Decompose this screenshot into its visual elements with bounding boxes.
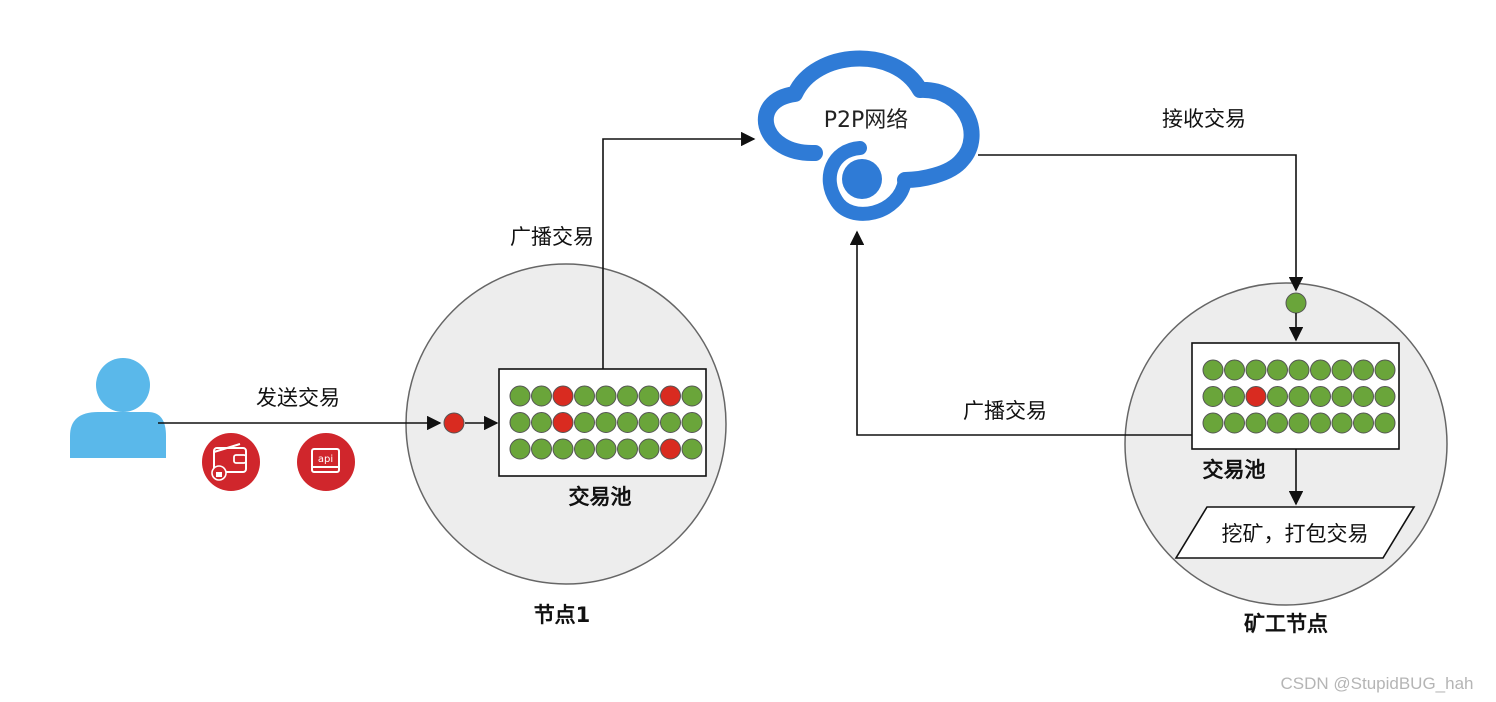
pool-right-tx-dot	[1267, 412, 1288, 434]
pool-left-tx-dot	[660, 438, 681, 460]
pool-right-tx-dot	[1331, 386, 1353, 407]
pool-right-tx-dot	[1310, 412, 1331, 434]
mining-label: 挖矿，打包交易	[1222, 522, 1369, 546]
tx-pool-left-label: 交易池	[569, 485, 632, 509]
pool-left-tx-dot	[617, 412, 638, 433]
user-icon	[70, 358, 166, 458]
pool-right-tx-dot	[1353, 386, 1374, 407]
cloud-label: P2P网络	[824, 108, 909, 133]
receive-tx-arrow	[978, 154, 1304, 292]
pool-left-tx-dot	[552, 412, 574, 433]
pool-left-tx-dot	[574, 438, 595, 460]
pool-right-tx-dot	[1310, 359, 1331, 381]
pool-right-tx-dot	[1374, 412, 1396, 434]
pool-right-tx-dot	[1288, 412, 1310, 434]
pool-right-tx-dot	[1288, 359, 1310, 381]
pool-left-tx-dot	[574, 412, 595, 433]
tx-pool-right-dots	[1202, 359, 1396, 434]
broadcast-right-label: 广播交易	[963, 399, 1047, 423]
mining-block	[1174, 506, 1416, 559]
broadcast-right-arrow	[849, 230, 1192, 436]
tx-pool-left-dots	[509, 385, 703, 460]
pool-left-tx-dot	[595, 438, 617, 460]
pool-left-tx-dot	[638, 438, 660, 460]
pool-left-tx-dot	[531, 412, 552, 433]
pool-left-tx-dot	[595, 385, 617, 407]
pool-right-tx-dot	[1267, 359, 1288, 381]
pool-left-tx-dot	[509, 385, 531, 407]
pool-left-tx-dot	[681, 438, 703, 460]
received-tx-dot	[1285, 292, 1307, 314]
pool-right-tx-dot	[1331, 359, 1353, 381]
pool-right-tx-dot	[1224, 386, 1245, 407]
pool-left-tx-dot	[638, 412, 660, 433]
broadcast-left-label: 广播交易	[510, 225, 594, 249]
pool-left-tx-dot	[638, 385, 660, 407]
miner-node-label: 矿工节点	[1244, 612, 1328, 636]
pool-left-tx-dot	[531, 385, 552, 407]
api-icon-text: api	[318, 454, 333, 465]
pool-right-tx-dot	[1224, 412, 1245, 434]
pool-left-tx-dot	[509, 412, 531, 433]
pool-right-tx-dot	[1288, 386, 1310, 407]
send-tx-label: 发送交易	[256, 386, 340, 410]
pool-left-tx-dot	[531, 438, 552, 460]
pool-right-tx-dot	[1331, 412, 1353, 434]
receive-tx-label: 接收交易	[1162, 107, 1246, 131]
pool-left-tx-dot	[660, 412, 681, 433]
pool-left-tx-dot	[574, 385, 595, 407]
cloud-icon	[758, 50, 980, 221]
pool-right-tx-dot	[1353, 359, 1374, 381]
pool-left-tx-dot	[509, 438, 531, 460]
pool-left-tx-dot	[552, 385, 574, 407]
pool-left-tx-dot	[681, 412, 703, 433]
pool-right-tx-dot	[1202, 386, 1224, 407]
broadcast-left-arrow	[602, 131, 756, 369]
pool-right-tx-dot	[1310, 386, 1331, 407]
pool-right-tx-dot	[1353, 412, 1374, 434]
wallet-icon	[202, 433, 260, 491]
tx-pool-right-label: 交易池	[1203, 458, 1266, 482]
pool-left-tx-dot	[617, 385, 638, 407]
watermark: CSDN @StupidBUG_hah	[1280, 674, 1473, 693]
pool-right-tx-dot	[1224, 359, 1245, 381]
api-icon: api	[297, 433, 355, 491]
incoming-tx-dot	[443, 412, 465, 434]
pool-right-tx-dot	[1202, 412, 1224, 434]
pool-right-tx-dot	[1267, 386, 1288, 407]
pool-right-tx-dot	[1374, 359, 1396, 381]
pool-left-tx-dot	[660, 385, 681, 407]
pool-left-tx-dot	[552, 438, 574, 460]
pool-right-tx-dot	[1245, 386, 1267, 407]
pool-right-tx-dot	[1245, 412, 1267, 434]
node1-label: 节点1	[534, 603, 591, 627]
pool-right-tx-dot	[1245, 359, 1267, 381]
pool-left-tx-dot	[617, 438, 638, 460]
pool-right-tx-dot	[1374, 386, 1396, 407]
pool-left-tx-dot	[595, 412, 617, 433]
pool-left-tx-dot	[681, 385, 703, 407]
pool-right-tx-dot	[1202, 359, 1224, 381]
